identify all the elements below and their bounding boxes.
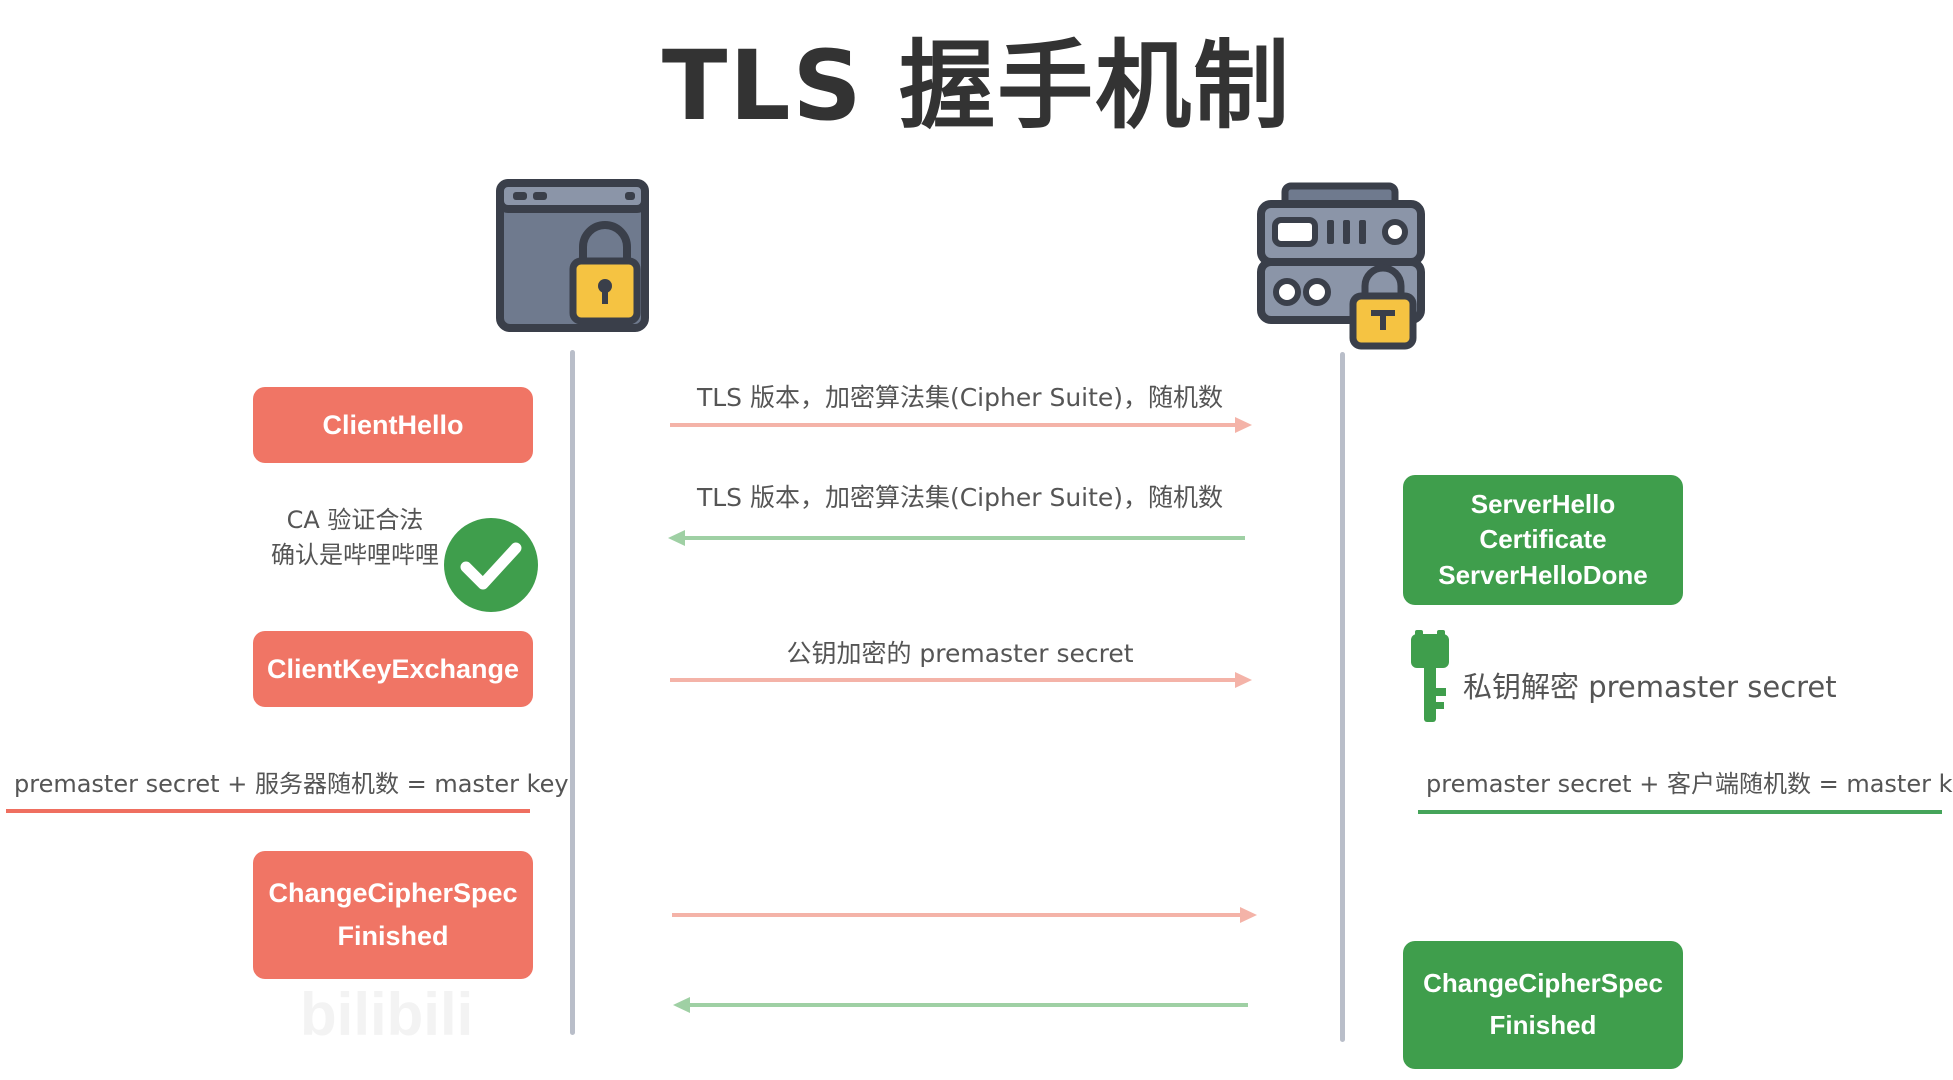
server-change-cipher-spec-label: ChangeCipherSpec: [1423, 968, 1663, 999]
server-hello-done-label: ServerHelloDone: [1438, 559, 1648, 590]
client-hello-label: ClientHello: [322, 409, 464, 440]
client-lifeline: [570, 350, 575, 1035]
check-circle-icon: [444, 518, 538, 612]
server-master-key-note: premaster secret + 客户端随机数 = master key: [1426, 770, 1953, 798]
server-hello-box: ServerHello Certificate ServerHelloDone: [1403, 475, 1683, 605]
page-title: TLS 握手机制: [661, 30, 1292, 142]
arrow-server-hello: [668, 530, 1245, 546]
client-key-exchange-label: ClientKeyExchange: [266, 653, 520, 684]
arrow-server-finished: [673, 997, 1248, 1013]
key-icon: [1411, 630, 1449, 722]
server-hello-label: ServerHello: [1470, 489, 1616, 520]
ca-verify-note: CA 验证合法 确认是哔哩哔哩: [255, 503, 455, 573]
server-master-key-underline: [1418, 810, 1942, 814]
server-finished-box: ChangeCipherSpec Finished: [1403, 941, 1683, 1069]
certificate-label: Certificate: [1479, 524, 1607, 555]
arrow-client-hello: [670, 417, 1252, 433]
arrow-client-finished: [672, 907, 1257, 923]
client-master-key-underline: [6, 809, 530, 813]
server-decrypt-note: 私钥解密 premaster secret: [1463, 670, 1837, 704]
server-lock-icon: [1257, 182, 1425, 350]
server-finished-label: Finished: [1489, 1010, 1597, 1040]
message-arrows: [668, 417, 1257, 1013]
server-lifeline: [1340, 352, 1345, 1042]
client-change-cipher-spec-label: ChangeCipherSpec: [268, 877, 518, 908]
browser-lock-icon: [496, 179, 649, 332]
arrow-client-key-exchange: [670, 672, 1252, 688]
client-key-exchange-box: ClientKeyExchange: [253, 631, 533, 707]
client-hello-box: ClientHello: [253, 387, 533, 463]
client-finished-box: ChangeCipherSpec Finished: [253, 851, 533, 979]
ca-verify-line2: 确认是哔哩哔哩: [271, 540, 439, 569]
message-label-key-exchange: 公钥加密的 premaster secret: [786, 639, 1134, 668]
client-finished-label: Finished: [337, 921, 449, 951]
bilibili-watermark: bilibili: [300, 981, 474, 1048]
message-label-client-hello: TLS 版本，加密算法集(Cipher Suite)，随机数: [696, 383, 1224, 412]
client-master-key-note: premaster secret + 服务器随机数 = master key: [14, 770, 569, 798]
message-label-server-hello: TLS 版本，加密算法集(Cipher Suite)，随机数: [696, 483, 1224, 512]
ca-verify-line1: CA 验证合法: [286, 506, 424, 534]
